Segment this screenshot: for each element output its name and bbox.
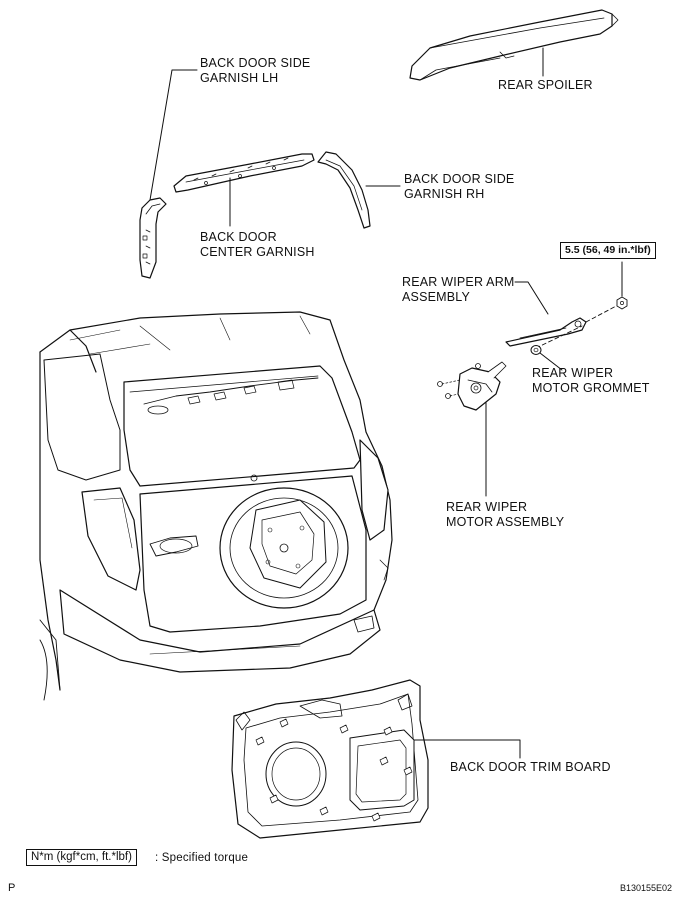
wiper-align-line (585, 303, 621, 323)
footer-figure-code: B130155E02 (620, 883, 673, 893)
footer-left-mark: P (8, 882, 16, 894)
label-side-garnish-lh-line1: BACK DOOR SIDE (200, 56, 311, 70)
trim-board-part (231, 679, 429, 839)
vehicle-rear-body (39, 311, 393, 701)
label-wiper-arm-line2: ASSEMBLY (402, 290, 471, 304)
label-grommet: REAR WIPER MOTOR GROMMET (532, 366, 650, 396)
label-rear-spoiler: REAR SPOILER (498, 78, 593, 92)
side-garnish-lh-part (139, 197, 167, 279)
label-side-garnish-rh-line1: BACK DOOR SIDE (404, 172, 515, 186)
label-wiper-arm-line1: REAR WIPER ARM (402, 275, 515, 289)
label-side-garnish-rh: BACK DOOR SIDE GARNISH RH (404, 172, 514, 202)
side-garnish-rh-part (317, 151, 371, 229)
label-center-garnish-line2: CENTER GARNISH (200, 245, 315, 259)
label-wiper-arm: REAR WIPER ARM ASSEMBLY (402, 275, 515, 305)
label-grommet-line2: MOTOR GROMMET (532, 381, 650, 395)
side-garnish-lh-leader (149, 69, 198, 201)
label-wiper-motor-line2: MOTOR ASSEMBLY (446, 515, 565, 529)
center-garnish-part (173, 153, 315, 193)
label-side-garnish-lh: BACK DOOR SIDE GARNISH LH (200, 56, 310, 86)
legend-unit-box: N*m (kgf*cm, ft.*lbf) (26, 849, 137, 866)
torque-spec-box: 5.5 (56, 49 in.*lbf) (560, 242, 656, 259)
label-center-garnish: BACK DOOR CENTER GARNISH (200, 230, 315, 260)
rear-spoiler-part (409, 9, 619, 81)
grommet-part (530, 345, 542, 355)
label-wiper-motor: REAR WIPER MOTOR ASSEMBLY (446, 500, 564, 530)
grommet-leader (539, 352, 563, 371)
trim-board-leader (413, 739, 521, 759)
label-wiper-motor-line1: REAR WIPER (446, 500, 528, 514)
wiper-nut (616, 296, 628, 310)
wiper-arm-leader (514, 281, 549, 315)
label-grommet-line1: REAR WIPER (532, 366, 614, 380)
rear-wiper-arm-part (505, 317, 587, 347)
label-side-garnish-lh-line2: GARNISH LH (200, 71, 279, 85)
legend-text: : Specified torque (155, 852, 249, 864)
label-side-garnish-rh-line2: GARNISH RH (404, 187, 485, 201)
wiper-motor-part (437, 361, 507, 411)
label-center-garnish-line1: BACK DOOR (200, 230, 277, 244)
label-trim-board: BACK DOOR TRIM BOARD (450, 760, 611, 774)
grommet-align-line (535, 325, 583, 349)
